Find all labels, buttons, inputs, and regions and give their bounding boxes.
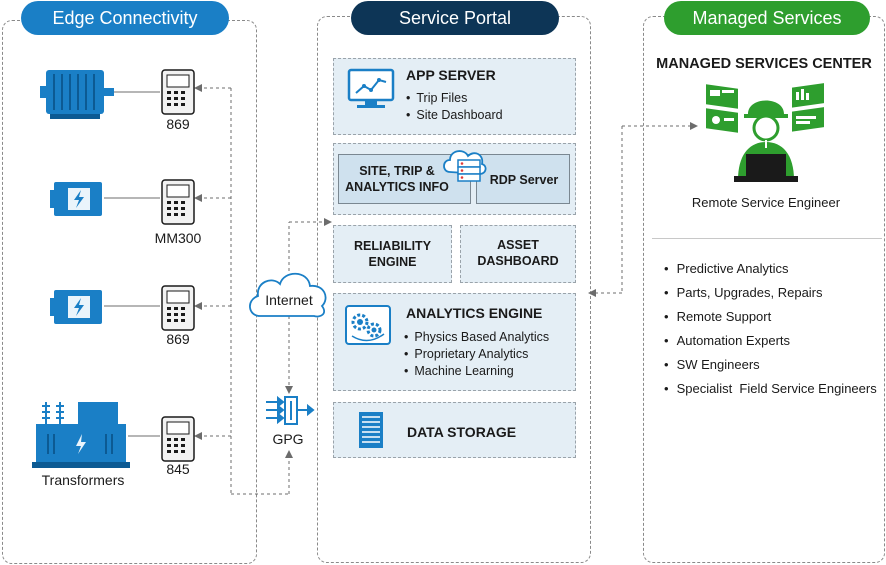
- transformer-icon: [32, 402, 130, 468]
- cloud-server-icon: [443, 150, 487, 182]
- list-item-text: Proprietary Analytics: [414, 347, 529, 361]
- monitor-chart-icon: [347, 68, 395, 108]
- transformers-label: Transformers: [41, 472, 125, 488]
- service-portal-title: Service Portal: [351, 1, 559, 35]
- motor-controller-icon: [50, 182, 102, 216]
- asset-line1: ASSET: [497, 238, 539, 252]
- asset-line2: DASHBOARD: [477, 254, 559, 268]
- list-item: Automation Experts: [664, 329, 877, 353]
- relay-icon: [161, 416, 195, 462]
- analytics-engine-title: ANALYTICS ENGINE: [406, 305, 543, 321]
- list-item-text: Physics Based Analytics: [414, 330, 550, 344]
- site-trip-line1: SITE, TRIP &: [359, 164, 435, 178]
- app-server-items: Trip Files Site Dashboard: [406, 90, 503, 124]
- internet-label: Internet: [265, 292, 313, 308]
- site-trip-line2: ANALYTICS INFO: [345, 180, 449, 194]
- list-item: Predictive Analytics: [664, 257, 877, 281]
- list-item-text: Site Dashboard: [416, 108, 503, 122]
- list-item-text: Machine Learning: [414, 364, 514, 378]
- analytics-engine-items: Physics Based Analytics Proprietary Anal…: [404, 329, 549, 380]
- managed-services-list: Predictive Analytics Parts, Upgrades, Re…: [664, 257, 877, 401]
- list-item: Trip Files: [406, 90, 503, 107]
- managed-divider: [652, 238, 882, 239]
- edge-connectivity-title: Edge Connectivity: [21, 1, 229, 35]
- relay-icon: [161, 285, 195, 331]
- relay-icon: [161, 69, 195, 115]
- list-item-text: Predictive Analytics: [676, 261, 789, 276]
- list-item: Proprietary Analytics: [404, 346, 549, 363]
- device-label: 845: [166, 461, 190, 477]
- remote-engineer-label: Remote Service Engineer: [691, 195, 841, 210]
- list-item-text: Parts, Upgrades, Repairs: [676, 285, 823, 300]
- reliability-line1: RELIABILITY: [353, 239, 432, 253]
- reliability-engine-box: [333, 225, 452, 283]
- gpg-label: GPG: [272, 431, 304, 447]
- data-storage-title: DATA STORAGE: [407, 424, 517, 440]
- reliability-line2: ENGINE: [368, 255, 417, 269]
- gpg-icon: [266, 395, 315, 425]
- list-item: SW Engineers: [664, 353, 877, 377]
- device-label: MM300: [154, 230, 202, 246]
- asset-dashboard-box: [460, 225, 576, 283]
- generator-icon: [50, 290, 102, 324]
- managed-center-title: MANAGED SERVICES CENTER: [656, 56, 872, 72]
- list-item: Remote Support: [664, 305, 877, 329]
- remote-engineer-icon: [706, 83, 824, 182]
- list-item-text: Specialist Field Service Engineers: [676, 381, 877, 396]
- list-item: Physics Based Analytics: [404, 329, 549, 346]
- app-server-title: APP SERVER: [406, 67, 496, 83]
- analytics-gears-icon: [345, 305, 391, 345]
- list-item: Parts, Upgrades, Repairs: [664, 281, 877, 305]
- managed-services-title: Managed Services: [664, 1, 870, 35]
- list-item: Machine Learning: [404, 363, 549, 380]
- rdp-server-label: RDP Server: [489, 173, 559, 187]
- server-rack-icon: [359, 412, 383, 448]
- list-item: Site Dashboard: [406, 107, 503, 124]
- internet-cloud-icon: [249, 272, 327, 318]
- list-item: Specialist Field Service Engineers: [664, 377, 877, 401]
- device-label: 869: [166, 116, 190, 132]
- list-item-text: Remote Support: [676, 309, 772, 324]
- list-item-text: Automation Experts: [676, 333, 791, 348]
- list-item-text: SW Engineers: [676, 357, 760, 372]
- device-label: 869: [166, 331, 190, 347]
- rdp-server-box: [476, 154, 570, 204]
- motor-icon: [40, 70, 114, 119]
- relay-icon: [161, 179, 195, 225]
- list-item-text: Trip Files: [416, 91, 468, 105]
